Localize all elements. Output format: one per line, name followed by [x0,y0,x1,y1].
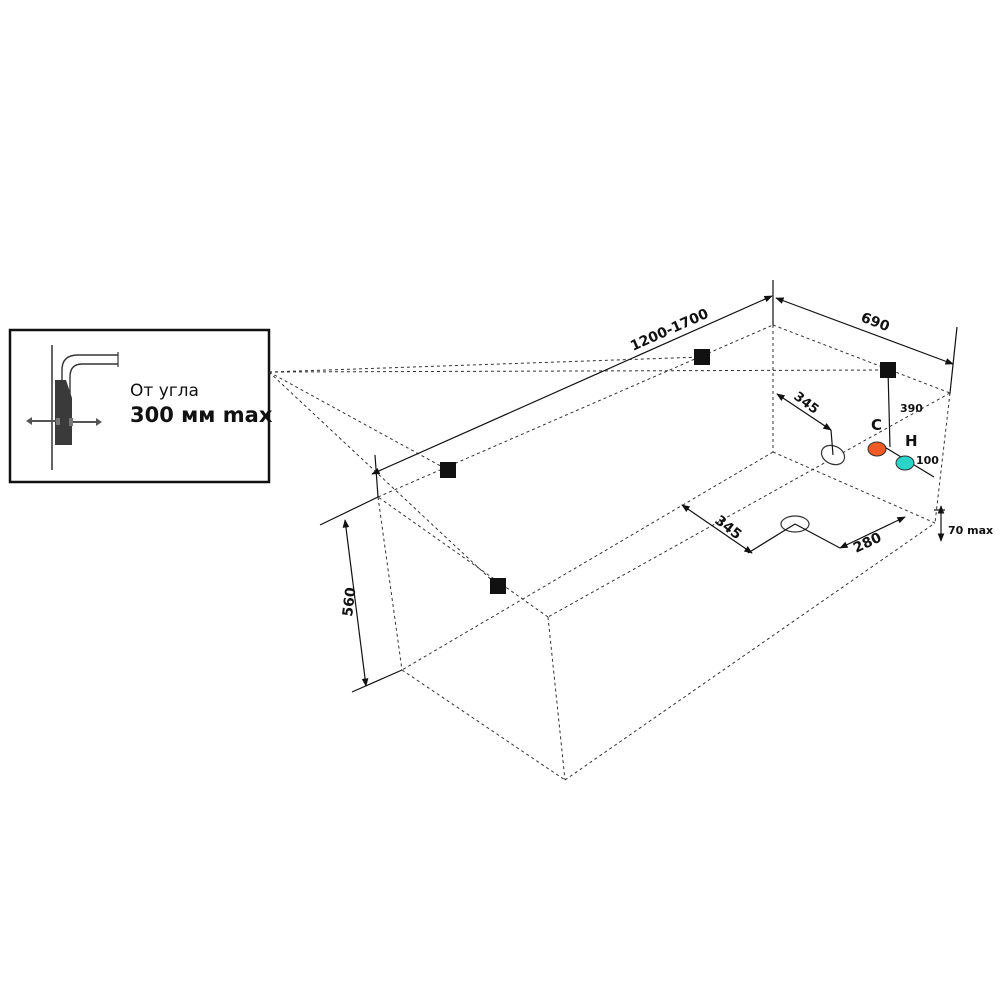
callout-lines [268,356,889,587]
hot-tap-label: H [905,432,918,450]
dim-height: 560 [319,496,403,693]
hot-tap-icon [895,455,915,471]
dim-rim: 70 max [934,505,993,542]
inset-text-line2: 300 мм max [130,403,273,427]
dim-length-label: 1200-1700 [628,306,711,355]
inset-panel: От угла 300 мм max [8,328,273,484]
dim-drain-length-label: 345 [712,513,745,544]
dim-rim-label: 70 max [948,524,993,537]
mount-marker [440,462,456,478]
dim-width: 690 [775,297,958,394]
cold-tap-label: C [871,416,882,434]
mount-markers [440,349,896,594]
dim-width-label: 690 [859,310,892,336]
dim-drain-side: 345 [776,389,834,456]
dim-tap-height-label: 390 [900,402,923,415]
dim-height-label: 560 [340,586,359,617]
dim-drain-end-label: 280 [851,530,884,557]
taps: C H 390 100 [867,369,939,478]
mount-marker [694,349,710,365]
screw-icon [26,417,60,425]
dim-drain-end: 280 [794,516,906,557]
screw-icon [69,418,102,426]
inset-text-line1: От угла [130,381,199,401]
dim-drain-length: 345 [681,504,796,554]
bracket-icon [55,380,72,445]
dim-length: 1200-1700 [371,280,774,498]
dim-tap-spacing-label: 100 [916,454,939,467]
mount-marker [490,578,506,594]
cold-tap-icon [867,441,887,457]
